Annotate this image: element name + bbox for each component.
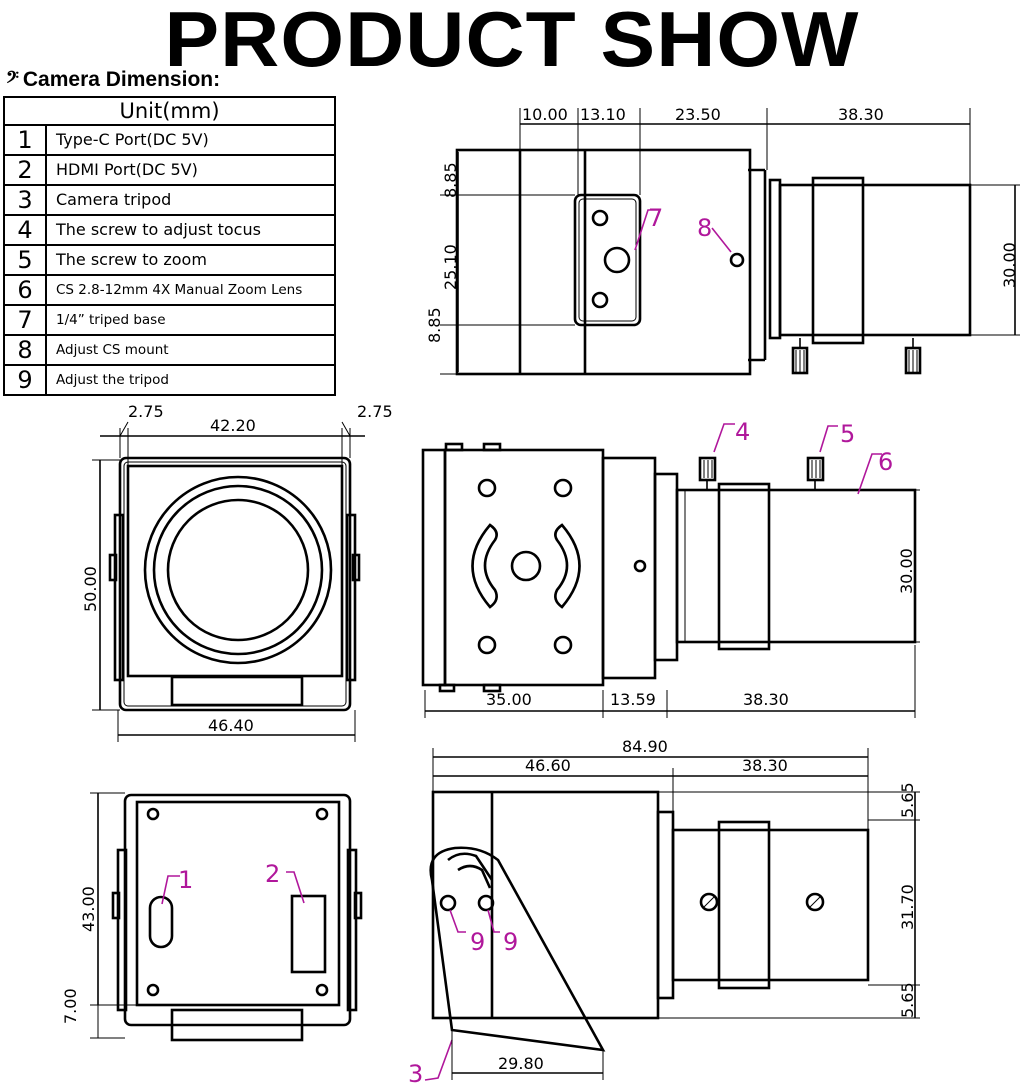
dim-top-h3: 8.85 <box>425 307 444 343</box>
callout-4: 4 <box>735 418 750 446</box>
dim-bs-lens: 38.30 <box>742 756 788 775</box>
dim-bs-bottom-gap: 5.65 <box>898 982 917 1018</box>
legend-header: Unit(mm) <box>3 96 336 126</box>
tripod-plate <box>573 193 642 327</box>
legend-row-number: 7 <box>3 303 47 336</box>
back-view: 1 2 43.00 7.00 <box>61 792 363 1042</box>
legend-row-number: 4 <box>3 213 47 246</box>
dim-bs-top-gap: 5.65 <box>898 782 917 818</box>
side-lens <box>675 488 917 644</box>
top-view-body <box>455 148 752 376</box>
section-heading: 𝄢Camera Dimension: <box>6 68 220 92</box>
section-heading-text: Camera Dimension: <box>22 68 221 91</box>
legend-row-number: 3 <box>3 183 47 216</box>
front-body <box>118 456 352 712</box>
legend-row-text: The screw to zoom <box>45 243 336 276</box>
legend-row-text: Camera tripod <box>45 183 336 216</box>
dim-bs-lens-h: 31.70 <box>898 884 917 930</box>
dim-side-13: 13.59 <box>610 690 656 709</box>
legend-row-number: 6 <box>3 273 47 306</box>
dim-front-left: 2.75 <box>128 402 164 421</box>
dim-top-13: 13.10 <box>580 105 626 124</box>
legend-row-text: CS 2.8-12mm 4X Manual Zoom Lens <box>45 273 336 306</box>
bottom-side-body <box>431 790 660 1020</box>
top-lens <box>778 183 972 337</box>
page-title: PRODUCT SHOW <box>164 0 860 83</box>
type-c-port <box>148 895 174 949</box>
dim-side-lens-h: 30.00 <box>897 548 916 594</box>
legend-row-text: The screw to adjust tocus <box>45 213 336 246</box>
dim-top-23: 23.50 <box>675 105 721 124</box>
legend-row-text: Adjust CS mount <box>45 333 336 366</box>
dim-top-h1: 8.85 <box>441 162 460 198</box>
front-view: 2.75 42.20 2.75 50.00 46.40 <box>81 402 393 742</box>
dim-back-height: 43.00 <box>79 886 98 932</box>
legend-row-text: HDMI Port(DC 5V) <box>45 153 336 186</box>
dim-back-bottom: 7.00 <box>61 988 80 1024</box>
callout-2: 2 <box>265 860 280 888</box>
legend-row-number: 1 <box>3 123 47 156</box>
legend-row-number: 8 <box>3 333 47 366</box>
dim-top-lens-h: 30.00 <box>1000 242 1019 288</box>
callout-9b: 9 <box>503 928 518 956</box>
camera-tripod <box>429 846 606 1052</box>
callout-1: 1 <box>178 866 193 894</box>
dim-bs-total: 84.90 <box>622 737 668 756</box>
dim-front-right: 2.75 <box>357 402 393 421</box>
callout-3: 3 <box>408 1060 423 1086</box>
bass-clef-icon: 𝄢 <box>6 69 19 91</box>
dim-top-38: 38.30 <box>838 105 884 124</box>
callout-5: 5 <box>840 420 855 448</box>
callout-7: 7 <box>648 204 663 232</box>
dim-bs-body: 46.60 <box>525 756 571 775</box>
legend-row-text: Type-C Port(DC 5V) <box>45 123 336 156</box>
dim-side-35: 35.00 <box>486 690 532 709</box>
legend-row-number: 2 <box>3 153 47 186</box>
legend-row-number: 5 <box>3 243 47 276</box>
hdmi-port <box>290 894 327 974</box>
callout-9a: 9 <box>470 928 485 956</box>
callout-8: 8 <box>697 214 712 242</box>
legend-row-number: 9 <box>3 363 47 396</box>
dim-front-height: 50.00 <box>81 566 100 612</box>
legend-row-text: Adjust the tripod <box>45 363 336 396</box>
front-lens <box>143 475 333 665</box>
legend-row-text: 1/4” triped base <box>45 303 336 336</box>
dim-front-width: 42.20 <box>210 416 256 435</box>
side-view: 4 5 6 30.00 35.00 13.59 38.30 <box>421 418 920 718</box>
dim-side-38: 38.30 <box>743 690 789 709</box>
dim-bs-tripod: 29.80 <box>498 1054 544 1073</box>
bottom-side-view: 9 9 3 84.90 46.60 38.30 5.65 31.70 5.65 … <box>408 737 920 1086</box>
top-view: 10.00 13.10 23.50 38.30 8.85 25.10 8.85 … <box>425 105 1020 376</box>
callout-6: 6 <box>878 448 893 476</box>
dim-front-base: 46.40 <box>208 716 254 735</box>
bottom-side-lens <box>671 828 870 982</box>
dim-top-10: 10.00 <box>522 105 568 124</box>
dim-top-h2: 25.10 <box>441 244 460 290</box>
